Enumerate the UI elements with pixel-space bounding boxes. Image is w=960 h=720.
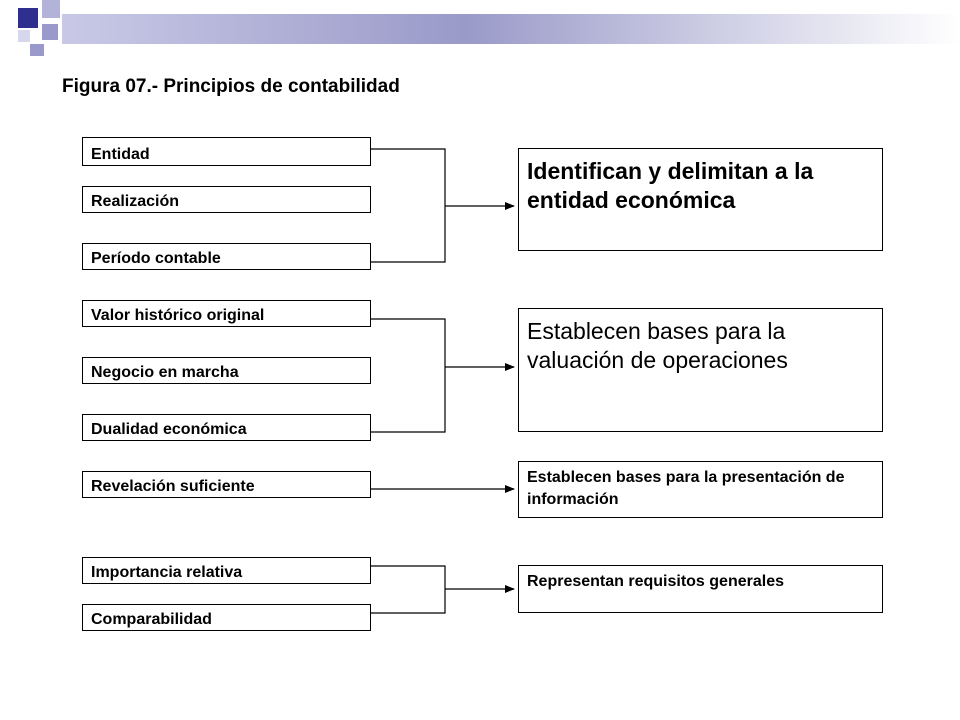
principle-box-negocio-en-marcha: Negocio en marcha xyxy=(82,357,371,384)
principle-box-comparabilidad: Comparabilidad xyxy=(82,604,371,631)
bracket-group-4 xyxy=(371,565,446,614)
principle-box-periodo-contable: Período contable xyxy=(82,243,371,270)
group-box-requisitos: Representan requisitos generales xyxy=(518,565,883,613)
bracket-group-1 xyxy=(371,148,446,263)
deco-square-small xyxy=(30,44,44,56)
principle-box-importancia-relativa: Importancia relativa xyxy=(82,557,371,584)
principle-box-entidad: Entidad xyxy=(82,137,371,166)
principle-box-valor-historico: Valor histórico original xyxy=(82,300,371,327)
header-gradient-bar xyxy=(62,14,960,44)
group-box-identifican: Identifican y delimitan a la entidad eco… xyxy=(518,148,883,251)
group-box-presentacion: Establecen bases para la presentación de… xyxy=(518,461,883,518)
deco-square-light xyxy=(42,0,60,18)
principle-box-revelacion-suficiente: Revelación suficiente xyxy=(82,471,371,498)
group-box-valuacion: Establecen bases para la valuación de op… xyxy=(518,308,883,432)
principle-box-realizacion: Realización xyxy=(82,186,371,213)
deco-square-light-2 xyxy=(42,24,58,40)
principle-box-dualidad-economica: Dualidad económica xyxy=(82,414,371,441)
header-decoration xyxy=(18,0,960,56)
figure-title: Figura 07.- Principios de contabilidad xyxy=(62,76,400,97)
deco-square-dark xyxy=(18,8,38,28)
deco-square-white xyxy=(18,30,30,42)
bracket-group-2 xyxy=(371,318,446,433)
